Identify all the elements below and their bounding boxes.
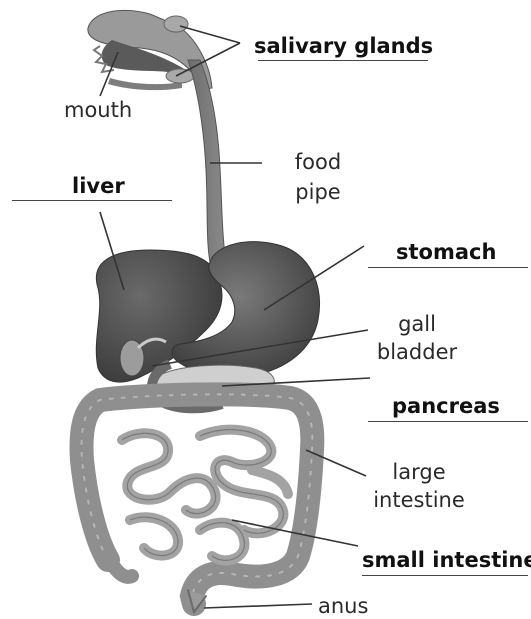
underline-pancreas: [368, 421, 528, 422]
underline-salivary-glands: [258, 60, 428, 61]
underline-liver: [12, 200, 172, 201]
label-small-intestine: small intestine: [362, 548, 531, 572]
label-pancreas: pancreas: [392, 394, 500, 418]
label-large-intestine-line1: large: [364, 460, 474, 484]
label-liver: liver: [72, 174, 125, 198]
label-anus: anus: [318, 594, 368, 618]
label-food-pipe-line2: pipe: [278, 180, 358, 204]
label-large-intestine-line2: intestine: [364, 488, 474, 512]
label-stomach: stomach: [396, 240, 496, 264]
underline-stomach: [368, 267, 528, 268]
food-pipe-organ: [188, 60, 226, 262]
underline-small-intestine: [362, 575, 528, 576]
label-mouth: mouth: [64, 98, 132, 122]
label-food-pipe-line1: food: [278, 150, 358, 174]
label-salivary-glands: salivary glands: [254, 34, 433, 58]
small-intestine-organ: [122, 430, 288, 561]
label-gall-bladder-line1: gall: [372, 312, 462, 336]
label-gall-bladder-line2: bladder: [372, 340, 462, 364]
